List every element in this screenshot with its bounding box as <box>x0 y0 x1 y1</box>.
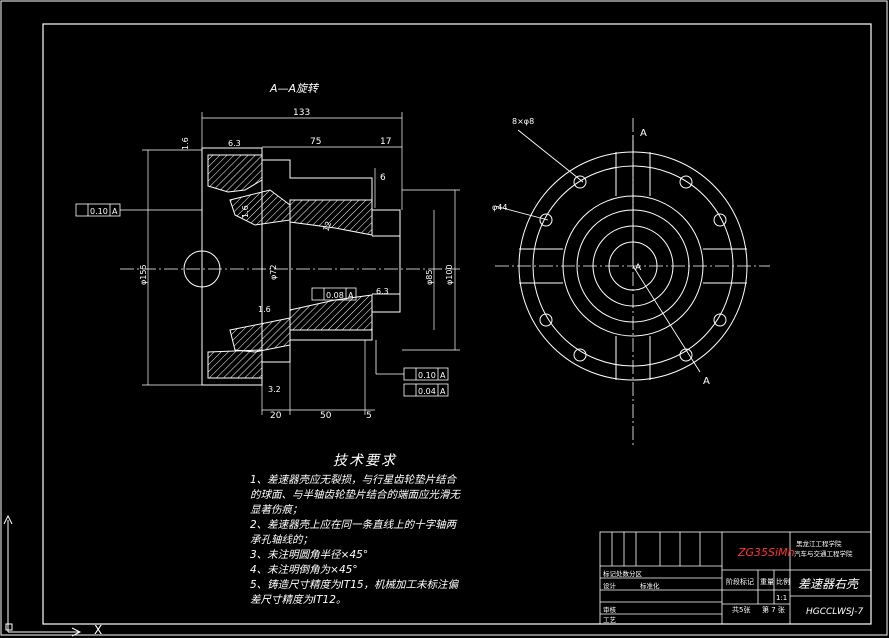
part-name: 差速器右壳 <box>798 577 860 591</box>
fcf-4-datum: A <box>440 387 446 396</box>
dim-20: 20 <box>270 411 282 421</box>
section-dimensions <box>142 112 460 415</box>
cut-mark-bottom: A <box>703 376 710 387</box>
scale-value: 1:1 <box>776 594 787 602</box>
rough-16c: 1.6 <box>258 305 271 314</box>
material-text: ZG35SiMn <box>737 546 795 559</box>
fcf-2 <box>311 287 357 301</box>
row-design: 设计 <box>603 581 617 590</box>
dim-17: 17 <box>380 137 391 147</box>
inner-frame <box>42 23 872 625</box>
tech-line: 3、未注明圆角半径×45° <box>250 549 369 561</box>
fcf-3 <box>375 340 449 381</box>
title-block <box>599 531 872 625</box>
total-sheets: 共5张 <box>732 605 750 614</box>
dim-phi72: φ72 <box>269 265 278 280</box>
fcf-1-value: 0.10 <box>90 207 108 216</box>
school-line-2: 汽车与交通工程学院 <box>794 549 853 558</box>
dim-phi100: φ100 <box>445 264 454 285</box>
holes-label: 8×φ8 <box>512 117 534 126</box>
rough-63a: 6.3 <box>228 139 241 148</box>
technical-requirements: 技术要求 1、差速器壳应无裂损，与行星齿轮垫片结合 的球面、与半轴齿轮垫片结合的… <box>250 454 480 608</box>
school-line-1: 黑龙江工程学院 <box>796 539 842 548</box>
rough-16b: 1.6 <box>241 205 250 218</box>
dim-75: 75 <box>310 137 321 147</box>
row-proc: 工艺 <box>603 616 617 624</box>
row-std: 标准化 <box>640 581 660 590</box>
ucs-icon <box>3 514 82 637</box>
fcf-4-value: 0.04 <box>418 387 436 396</box>
sheet-number: 第 7 张 <box>762 605 785 614</box>
tech-line: 1、差速器壳应无裂损，与行星齿轮垫片结合 <box>250 474 457 486</box>
fcf-3-value: 0.10 <box>418 371 436 380</box>
cell-weight: 重量 <box>760 578 774 586</box>
fcf-2-datum: A <box>348 291 354 300</box>
row-check: 审核 <box>603 605 617 614</box>
dim-5: 5 <box>366 411 372 421</box>
ucs-x-label: X <box>94 623 102 637</box>
rough-32: 3.2 <box>268 385 281 394</box>
tech-line: 5、铸造尺寸精度为IT15，机械加工未标注偏 <box>250 579 459 591</box>
fcf-4 <box>403 383 449 397</box>
section-view <box>183 147 401 386</box>
dim-phi85: φ85 <box>425 270 434 285</box>
fcf-3-datum: A <box>440 371 446 380</box>
fcf-1 <box>75 203 202 217</box>
cell-stage: 阶段标记 <box>726 577 754 586</box>
row-mark: 标记处数分区 <box>603 569 643 578</box>
tech-line: 4、未注明倒角为×45° <box>250 564 358 576</box>
section-label: A—A旋转 <box>269 82 320 95</box>
tech-line: 2、差速器壳上应在同一条直线上的十字轴两 <box>250 519 457 531</box>
fcf-2-value: 0.08 <box>326 291 344 300</box>
cell-scale: 比例 <box>776 577 790 586</box>
dim-6: 6 <box>380 173 386 183</box>
section-cut-lines <box>494 129 701 373</box>
fcf-1-datum: A <box>112 207 118 216</box>
rough-63b: 6.3 <box>376 287 389 296</box>
drawing-number: HGCCLWSJ-7 <box>806 607 863 617</box>
cut-mark-top: A <box>640 128 647 139</box>
rough-16a: 1.6 <box>181 137 190 150</box>
dim-phi155: φ155 <box>139 264 148 285</box>
tech-title: 技术要求 <box>333 453 397 469</box>
tech-line: 显著伤痕； <box>250 504 303 516</box>
tech-line: 的球面、与半轴齿轮垫片结合的端面应光滑无 <box>250 489 460 501</box>
tech-line: 差尺寸精度为IT12。 <box>250 594 347 606</box>
phi44-label: φ44 <box>492 203 507 212</box>
dim-r12: 12 <box>321 220 333 233</box>
dim-50: 50 <box>320 411 332 421</box>
center-mark: A <box>635 263 642 273</box>
dim-133: 133 <box>293 108 310 118</box>
tech-line: 承孔轴线的； <box>250 534 313 546</box>
